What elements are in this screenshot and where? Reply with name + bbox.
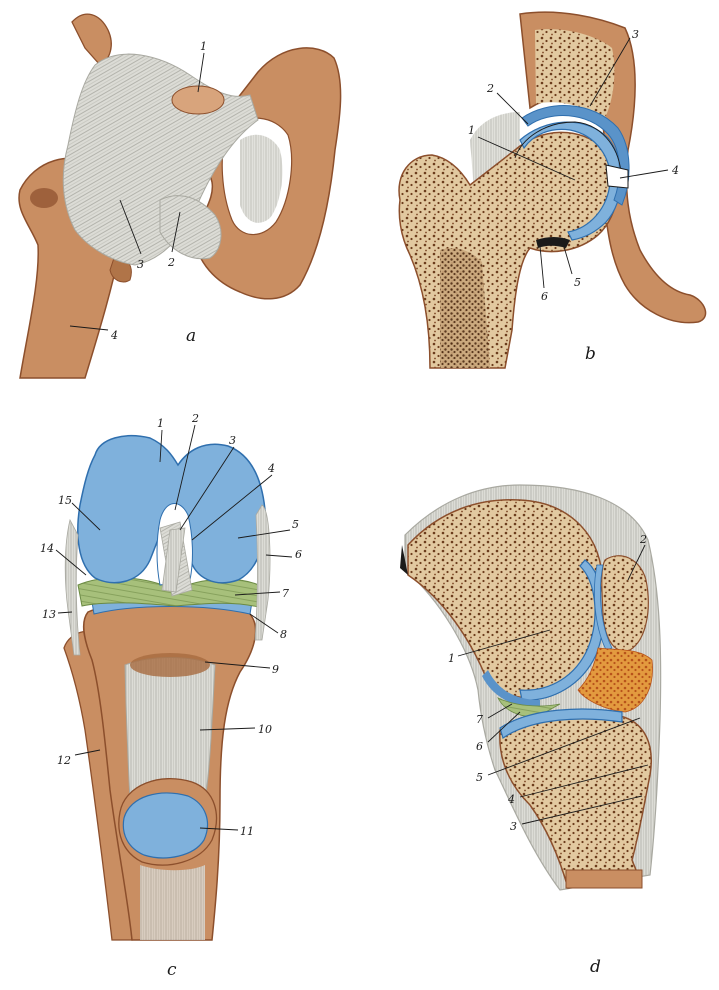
label-c8: 8 <box>280 628 287 641</box>
label-c1: 1 <box>157 417 164 430</box>
panel-b-labrum <box>536 237 570 248</box>
label-c13: 13 <box>42 608 56 621</box>
label-d7: 7 <box>476 713 483 726</box>
label-c6: 6 <box>295 548 302 561</box>
label-c12: 12 <box>57 754 71 767</box>
panel-c-medial-collateral <box>64 518 81 656</box>
panel-c-tuberosity <box>130 653 210 677</box>
label-d1: 1 <box>448 652 455 665</box>
label-b2: 2 <box>486 82 494 95</box>
label-c10: 10 <box>258 723 272 736</box>
panel-b-hip-section <box>398 11 707 369</box>
label-c4: 4 <box>267 462 275 475</box>
panel-a-trochanter-pit <box>30 188 58 208</box>
label-b4: 4 <box>671 164 679 177</box>
label-d2: 2 <box>639 533 647 546</box>
panel-b-femur <box>398 131 619 369</box>
label-c15: 15 <box>58 494 72 507</box>
label-c11: 11 <box>240 825 254 838</box>
panel-b-pelvic-spongy <box>535 29 615 120</box>
label-c2: 2 <box>191 412 199 425</box>
label-d6: 6 <box>476 740 483 753</box>
panel-c-lateral-collateral <box>254 504 271 641</box>
label-d3: 3 <box>510 820 517 833</box>
panel-c-cruciate-ligament-2 <box>161 527 186 593</box>
label-b3: 3 <box>632 28 639 41</box>
panel-d-patella <box>601 555 649 652</box>
label-a1: 1 <box>200 40 207 53</box>
panel-b-joint-cavity <box>514 121 622 173</box>
panel-b-head-cartilage <box>519 121 622 241</box>
label-a3: 3 <box>137 258 144 271</box>
label-a4: 4 <box>110 329 118 342</box>
label-b5: 5 <box>574 276 581 289</box>
label-c3: 3 <box>229 434 236 447</box>
label-c9: 9 <box>272 663 279 676</box>
panel-a-pubofemoral-ligament <box>159 195 222 260</box>
label-b6: 6 <box>541 290 548 303</box>
label-d4: 4 <box>507 793 515 806</box>
panel-d-femoral-cartilage-rim <box>482 670 540 708</box>
label-c7: 7 <box>282 587 289 600</box>
panel-d-fat-pad <box>577 647 653 713</box>
panel-d-femur-cut <box>400 545 408 575</box>
panel-a-femur-neck-knob <box>71 13 112 66</box>
label-a2: 2 <box>167 256 175 269</box>
label-c14: 14 <box>40 542 54 555</box>
panel-letter-a: a <box>186 326 196 346</box>
panel-a-iliac-spine <box>171 85 225 115</box>
panel-letter-b: b <box>585 344 596 364</box>
panel-b-medullary <box>440 248 490 368</box>
panel-c-lower-ligament <box>140 865 205 940</box>
panel-d-femur <box>407 499 604 699</box>
panel-d-knee-sagittal <box>400 484 662 891</box>
panel-c-patella-cartilage <box>122 792 209 859</box>
label-b1: 1 <box>468 124 475 137</box>
label-c5: 5 <box>292 518 299 531</box>
panel-b-acetabular-cartilage <box>521 105 630 206</box>
panel-d-meniscus <box>497 697 561 719</box>
panel-a-obturator-membrane <box>240 134 283 223</box>
panel-a-hip-ligaments <box>18 13 342 379</box>
panel-d-tibia-cut <box>565 869 643 889</box>
panel-letter-c: c <box>167 960 177 980</box>
callout-labels: 1 2 3 4 a 1 2 3 4 5 6 b 1 2 3 4 5 6 7 8 … <box>40 28 679 980</box>
panel-d-tibial-cartilage <box>499 708 623 739</box>
panel-b-ligamentum-teres <box>605 164 629 189</box>
panel-c-femoral-condyles <box>77 435 267 584</box>
panel-c-knee-opened <box>55 424 293 941</box>
label-d5: 5 <box>476 771 483 784</box>
panel-letter-d: d <box>590 957 601 977</box>
